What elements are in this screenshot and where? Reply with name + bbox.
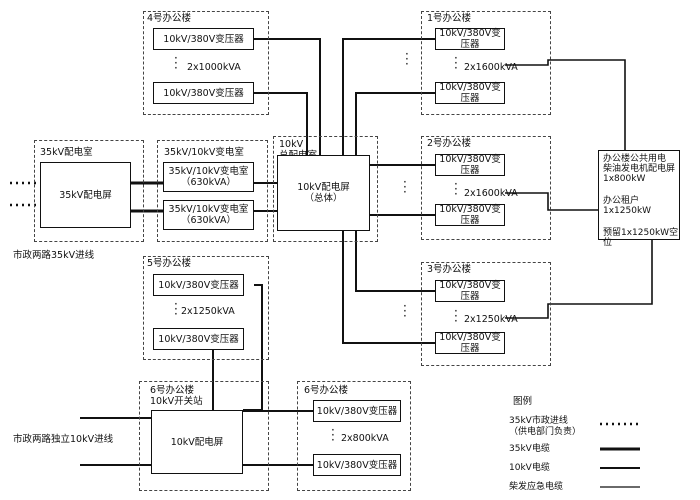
gen-cable-b2: [505, 192, 598, 211]
gen-line5: 1x1250kW: [603, 206, 652, 216]
panel-10kv-switch6: 10kV配电屏: [151, 410, 243, 474]
b6-transformer-top: 10kV/380V变压器: [313, 400, 401, 422]
substation-unit-top-line2: （630kVA）: [180, 177, 236, 188]
b1-transformer-bottom-label: 10kV/380V变压器: [439, 82, 501, 104]
b5-transformer-top-label: 10kV/380V变压器: [158, 279, 239, 291]
b5-transformer-bottom-label: 10kV/380V变压器: [158, 333, 239, 345]
b3-title: 3号办公楼: [427, 264, 472, 275]
b4-transformer-top-label: 10kV/380V变压器: [163, 33, 244, 45]
b5-capacity: 2x1250kVA: [181, 306, 235, 317]
generator-panel: 办公楼公共用电 柴油发电机配电屏 1x800kW 办公租户 1x1250kW 预…: [598, 150, 680, 248]
b1-transformer-top-label: 10kV/380V变压器: [439, 28, 501, 50]
substation-unit-bottom-line2: （630kVA）: [180, 215, 236, 226]
b2-title: 2号办公楼: [427, 138, 472, 149]
b3-transformer-bottom-label: 10kV/380V变压器: [439, 332, 501, 354]
b3-transformer-top-label: 10kV/380V变压器: [439, 280, 501, 302]
zone-building-4: [143, 11, 269, 115]
legend-item1-line1: 35kV市政进线: [509, 416, 568, 426]
b3-dots-left: ···: [403, 299, 407, 323]
b6-dots: ···: [331, 423, 335, 447]
substation-unit-bottom: 35kV/10kV变电室（630kVA）: [163, 200, 254, 230]
gen-cable-b1: [505, 59, 626, 150]
cable-to-b3-top: [355, 231, 435, 292]
b6-transformer-bottom: 10kV/380V变压器: [313, 454, 401, 476]
room35-title: 35kV配电室: [40, 147, 93, 158]
gen-line6: 预留1x1250kW空位: [603, 228, 679, 248]
switch6-title-line1: 6号办公楼: [150, 385, 195, 396]
b4-transformer-bottom-label: 10kV/380V变压器: [163, 87, 244, 99]
b4-transformer-bottom: 10kV/380V变压器: [153, 82, 254, 104]
b2-capacity: 2x1600kVA: [464, 188, 518, 199]
panel-10kv-switch6-label: 10kV配电屏: [170, 436, 224, 448]
gen-line4: 办公租户: [603, 196, 640, 206]
gen-line2: 柴油发电机配电屏: [603, 164, 676, 174]
b4-title: 4号办公楼: [147, 13, 192, 24]
cable-to-b4-bottom: [254, 92, 308, 155]
b3-transformer-bottom: 10kV/380V变压器: [435, 332, 505, 354]
zone-building-1: [421, 11, 551, 115]
b2-transformer-bottom-label: 10kV/380V变压器: [439, 204, 501, 226]
b2-dots: ···: [454, 177, 458, 201]
cable-to-b1-top: [342, 38, 435, 155]
gen-cable-b3: [505, 240, 653, 319]
panel-35kv: 35kV配电屏: [40, 162, 131, 228]
legend-item1-line2: （供电部门负责）: [509, 427, 582, 437]
incoming-10kv-label: 市政两路独立10kV进线: [13, 434, 114, 445]
zone-10kv-main: [273, 136, 378, 242]
b2-transformer-top-label: 10kV/380V变压器: [439, 154, 501, 176]
b1-dots-left: ···: [405, 47, 409, 71]
b4-capacity: 2x1000kVA: [187, 62, 241, 73]
substation-title: 35kV/10kV变电室: [164, 147, 244, 158]
zone-building-6: [297, 381, 411, 491]
gen-line3: 1x800kW: [603, 174, 646, 184]
panel-10kv-main: 10kV配电屏（总体）: [277, 155, 370, 231]
b1-capacity: 2x1600kVA: [464, 62, 518, 73]
b1-dots: ···: [454, 51, 458, 75]
b2-transformer-top: 10kV/380V变压器: [435, 154, 505, 176]
substation-unit-bottom-line1: 35kV/10kV变电室: [168, 204, 249, 215]
legend-item2: 35kV电缆: [509, 444, 550, 454]
zone-building-2: [421, 136, 551, 240]
b3-capacity: 2x1250kVA: [464, 314, 518, 325]
b4-transformer-top: 10kV/380V变压器: [153, 28, 254, 50]
gen-line1: 办公楼公共用电: [603, 154, 667, 164]
b1-title: 1号办公楼: [427, 13, 472, 24]
b2-transformer-bottom: 10kV/380V变压器: [435, 204, 505, 226]
b5-transformer-top: 10kV/380V变压器: [153, 274, 244, 296]
substation-unit-top-line1: 35kV/10kV变电室: [168, 166, 249, 177]
b1-transformer-bottom: 10kV/380V变压器: [435, 82, 505, 104]
b6-title: 6号办公楼: [304, 385, 349, 396]
cable-to-b4-top: [254, 38, 321, 155]
panel-10kv-main-line1: 10kV配电屏: [297, 182, 350, 193]
zone-switch-station-6: [139, 381, 269, 491]
panel-35kv-label: 35kV配电屏: [59, 189, 112, 201]
b6-transformer-top-label: 10kV/380V变压器: [316, 405, 398, 417]
cable-to-b1-bottom: [355, 92, 435, 155]
panel-10kv-main-line2: （总体）: [304, 193, 343, 204]
b5-transformer-bottom: 10kV/380V变压器: [153, 328, 244, 350]
legend-item4: 柴发应急电缆: [509, 482, 564, 492]
b6-transformer-bottom-label: 10kV/380V变压器: [316, 459, 398, 471]
zone-building-5: [143, 256, 269, 360]
zone-building-3: [421, 262, 551, 366]
main10-title-line1: 10kV: [279, 139, 304, 150]
substation-unit-top: 35kV/10kV变电室（630kVA）: [163, 162, 254, 192]
b3-transformer-top: 10kV/380V变压器: [435, 280, 505, 302]
b6-capacity: 2x800kVA: [341, 433, 389, 444]
b2-dots-left: ···: [403, 175, 407, 199]
legend-item3: 10kV电缆: [509, 463, 550, 473]
b1-transformer-top: 10kV/380V变压器: [435, 28, 505, 50]
b4-dots: ···: [174, 51, 178, 75]
zone-substation: [157, 140, 268, 242]
switch6-title-line2: 10kV开关站: [150, 396, 203, 407]
b3-dots: ···: [454, 304, 458, 328]
cable-to-b3-bottom: [342, 231, 435, 344]
zone-35kv-room: [34, 140, 144, 242]
b5-dots: ···: [174, 297, 178, 321]
incoming-35kv-label: 市政两路35kV进线: [13, 250, 95, 261]
b5-title: 5号办公楼: [147, 258, 192, 269]
legend-title: 图例: [513, 396, 533, 407]
